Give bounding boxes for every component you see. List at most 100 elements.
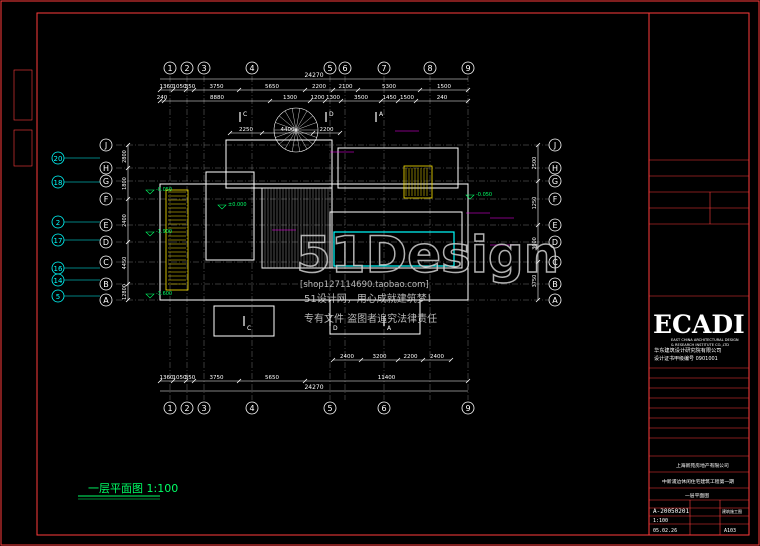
watermark-line1: [shop127114690.taobao.com] [300, 280, 429, 290]
dim-left-col-tick [125, 297, 131, 303]
dim-top-row3-tick [259, 130, 265, 136]
elevation-text: ±0.000 [228, 202, 247, 208]
dim-top-row1-tick [236, 87, 242, 93]
dim-top-row2-tick [338, 98, 344, 104]
watermark-line2: 51设计网，用心成就建筑梦！ [304, 292, 437, 305]
dim-right-col-tick [535, 297, 541, 303]
axis-bubble-top-circle [180, 61, 194, 75]
dim-top-row3-tick [310, 130, 316, 136]
dim-bottom-row3-tick [157, 378, 163, 384]
title-block-drawing-no: A-20050201 [653, 508, 690, 515]
axis-bubble-left-label: B [103, 280, 109, 289]
axis-bubble-top-label: 8 [427, 64, 432, 73]
axis-bubble-top-circle [423, 61, 437, 75]
dim-bottom-row3-tick [302, 378, 308, 384]
dim-top-row1-text: 1360 [160, 84, 174, 90]
dim-total-bottom-text: 24270 [304, 384, 323, 391]
section-mark-label: A [379, 111, 384, 118]
title-block: ECADI EAST CHINA ARCHITECTURAL DESIGN & … [648, 12, 750, 536]
axis-bubble-left-circle [99, 161, 113, 175]
title-block-sheet-name: 一层平面图 [685, 493, 709, 499]
axis-bubble-left-label: G [103, 177, 109, 186]
elevation-text: -0.050 [156, 187, 172, 193]
dim-top-row1-text: 350 [185, 84, 196, 90]
title-block-company-en-1: EAST CHINA ARCHITECTURAL DESIGN [671, 338, 739, 342]
axis-bubble-right-circle [548, 161, 562, 175]
dim-left-col-tick [125, 165, 131, 171]
dim-bottom-row1-text: 2400 [340, 354, 354, 360]
dim-bottom-row1-text: 2400 [430, 354, 444, 360]
dim-top-row2-tick [157, 98, 163, 104]
axis-bubble-top-circle [245, 61, 259, 75]
dim-top-row2-text: 8880 [210, 95, 224, 101]
axis-bubble-top-label: 4 [249, 64, 254, 73]
dim-top-row2-text: 1200 [311, 95, 325, 101]
dim-right-col-tick [535, 178, 541, 184]
title-block-project: 中新浦边休闲住宅建筑工程第一期 [662, 478, 734, 485]
axis-bubble-right-circle [548, 277, 562, 291]
elevation-marker [465, 194, 475, 200]
callout-bubble-label: 5 [56, 293, 60, 301]
dim-bottom-row3-text: 11400 [378, 375, 396, 381]
section-mark-label: C [243, 111, 247, 118]
elevation-marker [145, 293, 155, 299]
title-block-company-cn: 华东建筑设计研究院有限公司 [654, 346, 721, 354]
axis-bubble-left-label: A [103, 296, 109, 305]
axis-bubble-top-circle [163, 61, 177, 75]
axis-bubble-top-label: 1 [167, 64, 172, 73]
callout-bubble-label: 14 [54, 277, 63, 285]
dim-left-col-text: 2400 [122, 214, 128, 227]
axis-bubble-left-label: H [103, 164, 109, 173]
elevation-text: -0.050 [476, 192, 492, 198]
axis-bubble-bottom-circle [163, 401, 177, 415]
spiral-stair-tread [275, 122, 297, 131]
section-mark-label: D [333, 325, 338, 332]
axis-bubble-bottom-circle [323, 401, 337, 415]
axis-bubble-bottom-label: 9 [465, 404, 470, 413]
dim-left-col-tick [125, 142, 131, 148]
dim-right-col-text: 3600 [532, 237, 538, 250]
spiral-stair-tread [295, 108, 301, 131]
dim-top-row3-text: 2200 [320, 127, 334, 133]
axis-bubble-left-circle [99, 293, 113, 307]
title-block-date: 05.02.26 [653, 528, 677, 534]
dim-left-col-tick [125, 281, 131, 287]
dim-top-row2-tick [267, 98, 273, 104]
dim-bottom-row1-tick [330, 357, 336, 363]
spiral-stair-tread [295, 129, 317, 138]
dim-top-row1-tick [170, 87, 176, 93]
spiral-stair-tread [279, 129, 297, 145]
dim-top-row2-tick [307, 98, 313, 104]
binding-strip [13, 69, 33, 167]
dim-bottom-row3-tick [183, 378, 189, 384]
dim-top-row2-text: 240 [437, 95, 448, 101]
axis-bubble-bottom-label: 2 [184, 404, 189, 413]
dim-bottom-row3-text: 5650 [265, 375, 279, 381]
callout-bubble-label: 17 [54, 237, 63, 245]
dim-bottom-row1-tick [358, 357, 364, 363]
section-mark-label: C [247, 325, 251, 332]
axis-bubble-right-label: C [552, 258, 558, 267]
axis-bubble-top-label: 7 [381, 64, 386, 73]
watermark-logo: 51Design [296, 226, 559, 284]
dim-left-col-text: 12800 [122, 284, 128, 300]
dim-top-row2-text: 3500 [354, 95, 368, 101]
title-block-sheet-code: A103 [724, 528, 736, 534]
section-mark-label: A [387, 325, 392, 332]
dim-left-col-text: 2800 [122, 150, 128, 163]
dim-total-top-text: 24270 [304, 72, 323, 79]
callout-bubble-label: 20 [54, 155, 63, 163]
axis-bubble-left-circle [99, 218, 113, 232]
dim-right-col-tick [535, 222, 541, 228]
dim-top-row1-text: 5650 [265, 84, 279, 90]
dim-top-row1-text: 2100 [339, 84, 353, 90]
watermark-line3: 专有文件 盗图者追究法律责任 [304, 312, 437, 325]
dim-bottom-row1-text: 3200 [373, 354, 387, 360]
north-stair-wall [403, 165, 433, 199]
axis-bubble-left-label: F [104, 195, 109, 204]
spiral-stair-tread [295, 115, 313, 131]
axis-bubble-right-circle [548, 138, 562, 152]
axis-bubble-top-circle [197, 61, 211, 75]
elevation-text: -3.600 [156, 291, 172, 297]
